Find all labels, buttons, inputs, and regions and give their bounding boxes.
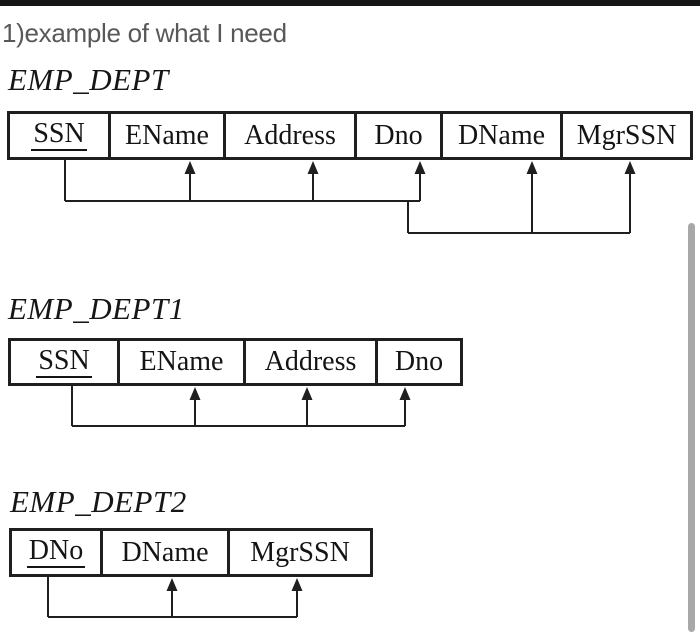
column-label: Address (264, 346, 357, 377)
fd-ssn-arrows (64, 160, 426, 202)
column-cell-dno: Dno (378, 341, 460, 383)
arrowhead-icon (184, 161, 196, 174)
relation-table-emp-dept1: SSN EName Address Dno (8, 338, 463, 386)
column-label: DName (121, 536, 209, 568)
column-label: Dno (394, 346, 444, 377)
top-status-bar (0, 0, 700, 6)
scrollbar-thumb[interactable] (688, 223, 695, 632)
relation-title-emp-dept: EMP_DEPT (8, 62, 169, 97)
relation-title-emp-dept2: EMP_DEPT2 (10, 484, 187, 519)
column-cell-ssn: SSN (10, 114, 111, 157)
column-cell-ename: EName (120, 341, 246, 383)
column-label: MgrSSN (250, 536, 350, 568)
column-label: Address (244, 119, 336, 151)
column-cell-dno: DNo (12, 531, 103, 574)
column-cell-mgrssn: MgrSSN (230, 531, 370, 574)
column-label: EName (139, 346, 224, 377)
column-cell-address: Address (226, 114, 357, 157)
arrowhead-icon (414, 161, 426, 174)
arrowhead-icon (526, 161, 538, 174)
column-cell-address: Address (246, 341, 378, 383)
fd-dno-arrows (47, 577, 303, 618)
column-label: EName (125, 119, 209, 151)
arrowhead-icon (399, 387, 411, 400)
fd-dno-arrows (407, 161, 636, 234)
column-label: DName (457, 119, 546, 151)
relation-table-emp-dept2: DNo DName MgrSSN (9, 528, 373, 577)
arrowhead-icon (189, 387, 201, 400)
relation-table-emp-dept: SSN EName Address Dno DName MgrSSN (7, 111, 693, 160)
column-label: DNo (26, 535, 86, 568)
column-label: SSN (31, 118, 87, 151)
fd-ssn-arrows (71, 386, 411, 427)
column-cell-dname: DName (103, 531, 230, 574)
column-cell-dno: Dno (357, 114, 443, 157)
arrowhead-icon (301, 387, 313, 400)
column-cell-mgrssn: MgrSSN (563, 114, 690, 157)
column-label: Dno (374, 119, 423, 151)
column-label: MgrSSN (576, 119, 677, 151)
column-cell-ename: EName (111, 114, 226, 157)
column-cell-dname: DName (443, 114, 563, 157)
column-label: SSN (36, 344, 92, 378)
arrowhead-icon (624, 161, 636, 174)
question-heading: 1)example of what I need (2, 18, 287, 48)
arrowhead-icon (291, 578, 303, 591)
arrowhead-icon (307, 161, 319, 174)
relation-title-emp-dept1: EMP_DEPT1 (8, 291, 185, 326)
arrowhead-icon (166, 578, 178, 591)
column-cell-ssn: SSN (11, 341, 120, 383)
